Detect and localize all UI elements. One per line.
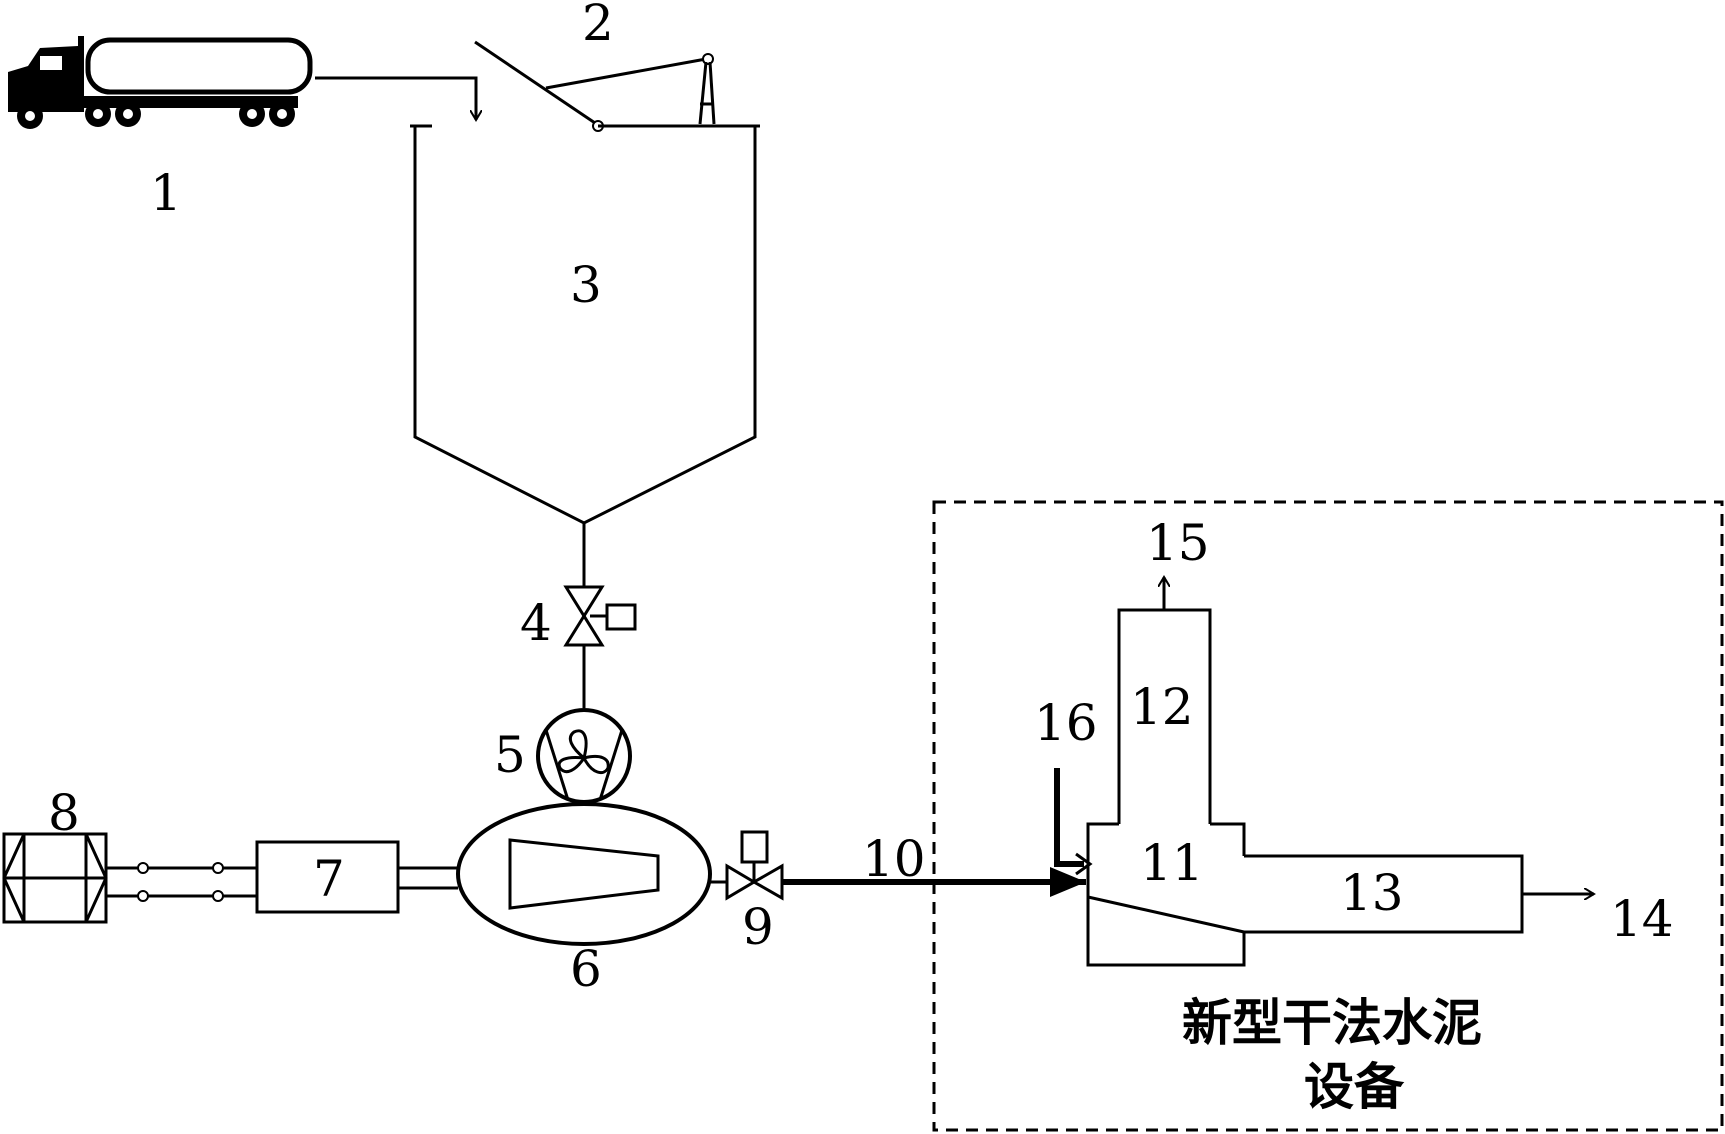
motor-valve-icon [563,585,637,708]
tanker-truck-icon [8,36,313,129]
label-4: 4 [520,594,552,652]
label-14: 14 [1610,890,1674,948]
label-10: 10 [862,830,926,888]
silo [410,124,760,587]
label-9: 9 [742,898,774,956]
label-2: 2 [582,0,614,52]
caption-line-2: 设备 [1304,1058,1405,1116]
label-6: 6 [570,940,602,998]
unload-pipe [315,76,476,120]
controller-box [255,840,458,914]
mixing-vessel [456,802,712,946]
cable-wires [106,862,257,902]
plant-boundary [932,500,1724,1132]
motor-valve-icon [710,830,784,901]
caption-line-1: 新型干法水泥 [1182,994,1482,1052]
transformer-icon [2,832,108,924]
label-7: 7 [313,850,345,908]
label-5: 5 [494,726,526,784]
label-15: 15 [1146,514,1210,572]
label-1: 1 [150,164,182,222]
label-3: 3 [570,256,602,314]
label-11: 11 [1140,834,1204,892]
label-8: 8 [48,784,80,842]
kiln-system [1054,577,1594,967]
fan-icon [536,708,632,818]
flap-gate-icon [474,40,716,132]
label-12: 12 [1130,678,1194,736]
label-16: 16 [1034,694,1098,752]
label-13: 13 [1340,864,1404,922]
